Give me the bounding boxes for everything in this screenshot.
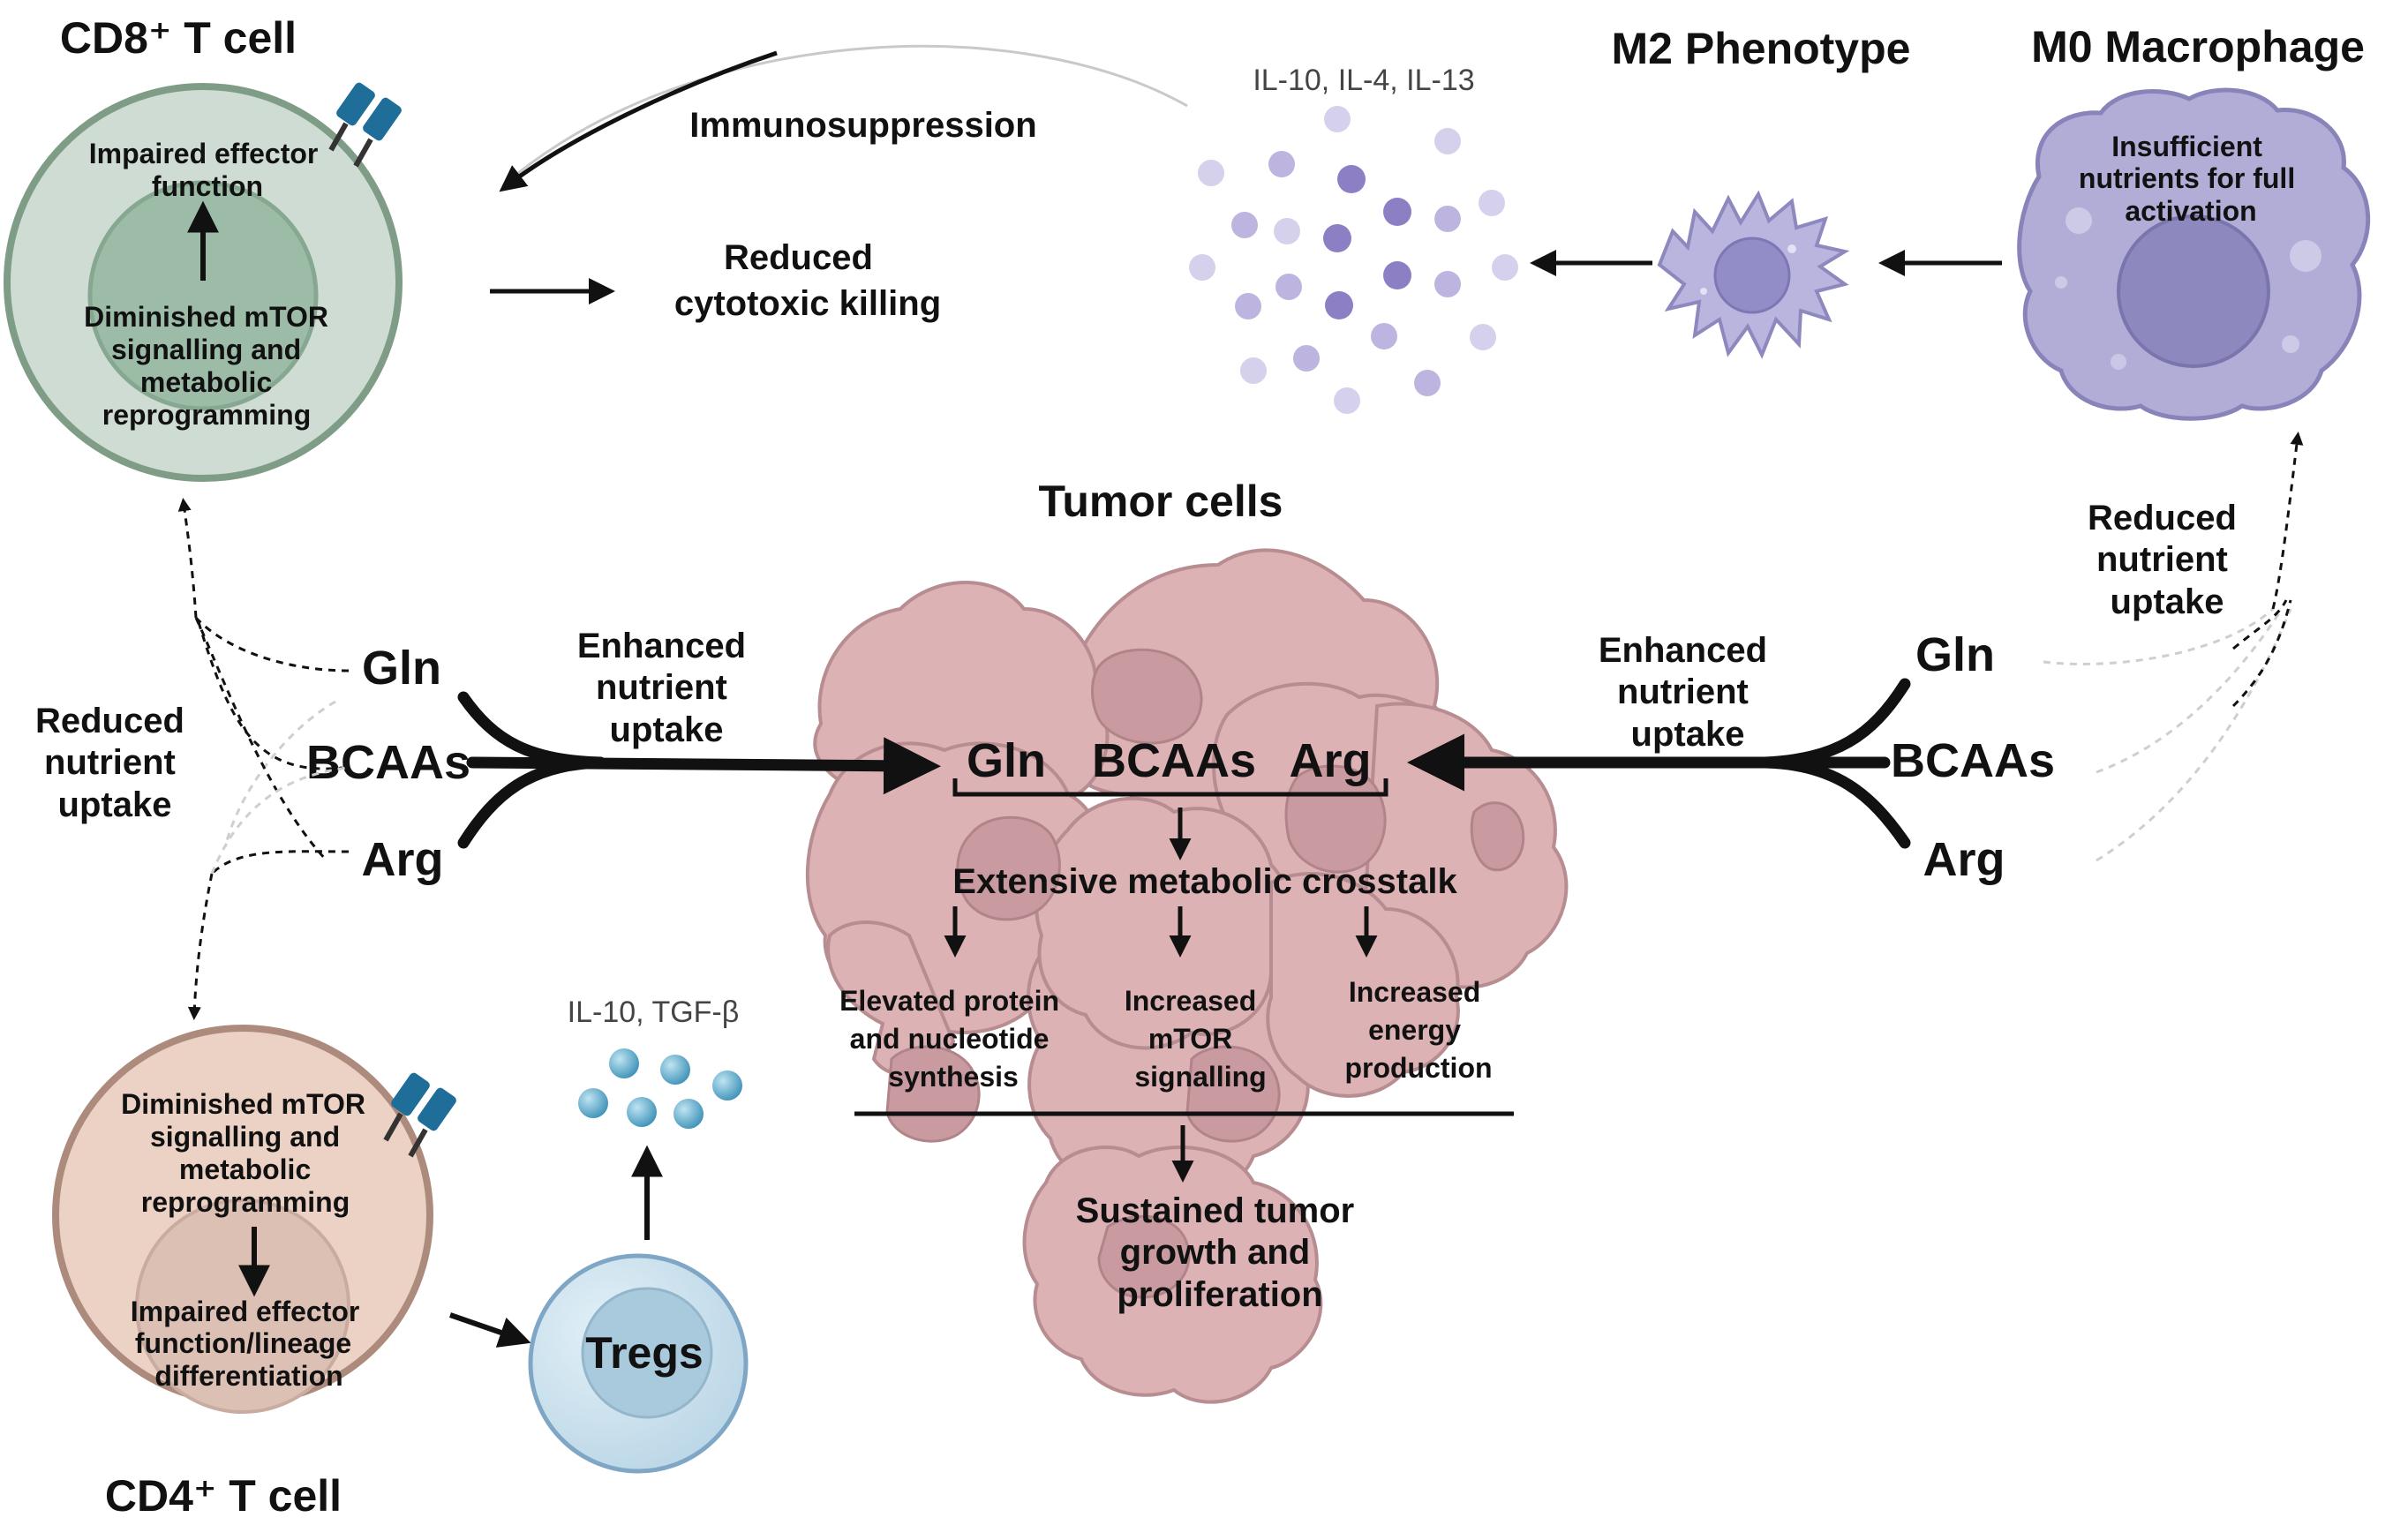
right-dashed-links	[2043, 432, 2304, 862]
crosstalk-label: Extensive metabolic crosstalk	[952, 862, 1457, 901]
reduced-killing-label: Reduced cytotoxic killing	[674, 238, 941, 323]
receptor-icon	[328, 82, 402, 168]
tregs-cytokines-label: IL-10, TGF-β	[568, 995, 740, 1029]
tumor-gln-label: Gln	[967, 734, 1046, 787]
right-convergence-arrow	[1407, 678, 1911, 849]
right-bcaas-label: BCAAs	[1891, 734, 2055, 787]
left-arg-label: Arg	[362, 833, 444, 886]
left-bcaas-label: BCAAs	[306, 736, 470, 789]
m2-macrophage	[1657, 190, 1850, 359]
m0-title: M0 Macrophage	[2031, 22, 2365, 71]
immunosuppression-arrow	[499, 50, 778, 192]
outcome-energy-production: Increased energy production	[1344, 976, 1492, 1084]
right-arg-label: Arg	[1923, 833, 2005, 886]
outcome-mtor-signalling: Increased mTOR signalling	[1125, 985, 1267, 1093]
outcome-protein-synthesis: Elevated protein and nucleotide synthesi…	[839, 985, 1067, 1093]
cd4-title: CD4⁺ T cell	[105, 1471, 342, 1521]
cd8-effector-text: Impaired effector function	[89, 138, 327, 202]
left-convergence-arrow	[457, 691, 941, 849]
tumor-arg-label: Arg	[1290, 734, 1372, 787]
tumor-amino-acid-bracket	[952, 778, 1388, 797]
right-gln-label: Gln	[1915, 628, 1995, 681]
tumor-title: Tumor cells	[1039, 477, 1283, 526]
cd4-mtor-text: Diminished mTOR signalling and metabolic…	[121, 1088, 373, 1218]
m2-title: M2 Phenotype	[1612, 24, 1911, 73]
left-gln-label: Gln	[362, 642, 441, 695]
cd4-effector-text: Impaired effector function/lineage diffe…	[131, 1296, 368, 1392]
m0-macrophage	[2017, 87, 2371, 421]
cd8-cell-nucleus	[87, 180, 319, 411]
tregs-cell: Tregs	[528, 1253, 749, 1474]
right-enhanced-uptake-label: Enhanced nutrient uptake	[1599, 631, 1777, 754]
receptor-icon	[383, 1072, 456, 1158]
immunosuppression-label: Immunosuppression	[689, 106, 1036, 145]
tregs-cytokine-cluster	[578, 1048, 742, 1129]
left-reduced-uptake-label: Reduced nutrient uptake	[35, 702, 194, 824]
cd8-title: CD8⁺ T cell	[60, 13, 297, 63]
immunosuppression-arc-faded	[502, 44, 1188, 187]
left-dashed-links	[177, 498, 350, 1020]
tumor-bottom-cell	[1022, 1146, 1323, 1404]
m2-cytokines-label: IL-10, IL-4, IL-13	[1253, 64, 1474, 97]
m2-cytokine-cluster	[1189, 106, 1518, 414]
cd4-to-tregs-arrow	[449, 1312, 531, 1348]
cd4-t-cell: Diminished mTOR signalling and metabolic…	[52, 1025, 456, 1521]
m0-insufficient-text: Insufficient nutrients for full activati…	[2079, 131, 2303, 227]
cd8-t-cell: CD8⁺ T cell Impaired effector function D…	[4, 13, 403, 482]
cd4-cell-nucleus	[135, 1198, 350, 1414]
cd8-mtor-text: Diminished mTOR signalling and metabolic…	[84, 301, 336, 431]
left-enhanced-uptake-label: Enhanced nutrient uptake	[577, 627, 756, 749]
right-reduced-uptake-label: Reduced nutrient uptake	[2088, 499, 2246, 621]
tregs-label: Tregs	[585, 1328, 703, 1378]
tumor-bcaas-label: BCAAs	[1092, 734, 1256, 787]
sustained-growth-label: Sustained tumor growth and proliferation	[1076, 1191, 1365, 1314]
